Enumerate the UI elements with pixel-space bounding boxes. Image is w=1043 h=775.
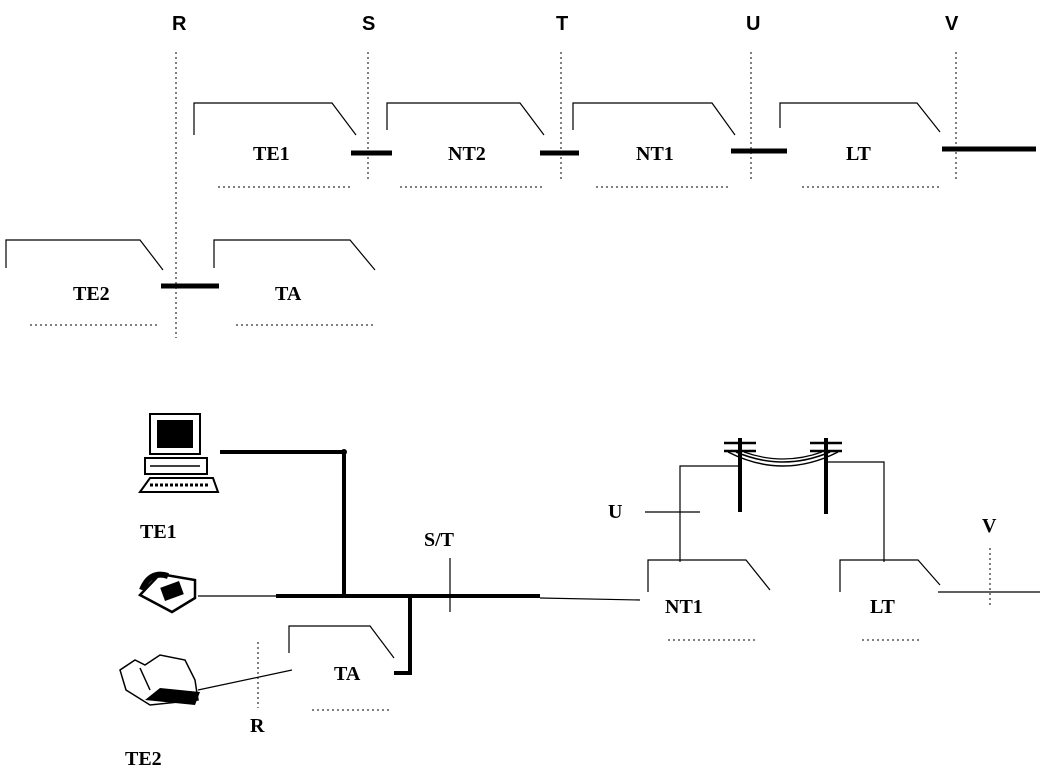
box-nt2-label: NT2: [448, 143, 486, 165]
label-te1: TE1: [140, 521, 177, 543]
box-lt-label: LT: [846, 143, 872, 165]
box-nt1-bottom: NT1: [648, 560, 770, 640]
label-st: S/T: [424, 529, 455, 551]
line-ta-bus: [394, 598, 410, 673]
box-lt: LT: [780, 103, 940, 187]
ref-label-u: U: [746, 13, 760, 35]
top-reference-model: R S T U V TE1 NT2 NT1: [6, 13, 1036, 338]
computer-icon: [140, 414, 218, 492]
label-te2: TE2: [125, 748, 162, 770]
label-nt1-bottom: NT1: [665, 596, 703, 618]
box-te1: TE1: [194, 103, 356, 187]
line-printer-ta: [198, 670, 292, 690]
ref-label-v: V: [945, 13, 959, 35]
ref-label-t: T: [556, 13, 568, 35]
label-r: R: [250, 715, 265, 737]
box-nt1: NT1: [573, 103, 735, 187]
box-te2: TE2: [6, 240, 163, 325]
ref-label-r: R: [172, 13, 187, 35]
bottom-physical-model: TE1 TE2 S/T TA: [120, 414, 1040, 770]
box-te1-label: TE1: [253, 143, 290, 165]
utility-pole-icon: [680, 438, 884, 562]
label-v: V: [982, 515, 997, 537]
ref-label-s: S: [362, 13, 375, 35]
label-u: U: [608, 501, 622, 523]
line-computer-bus: [220, 452, 344, 598]
box-nt1-label: NT1: [636, 143, 674, 165]
telephone-icon: [140, 574, 195, 612]
label-ta-bottom: TA: [334, 663, 361, 685]
printer-icon: [120, 655, 200, 705]
box-ta: TA: [214, 240, 375, 325]
label-lt-bottom: LT: [870, 596, 896, 618]
line-bus-nt1: [540, 598, 640, 600]
box-ta-label: TA: [275, 283, 302, 305]
box-nt2: NT2: [387, 103, 545, 187]
box-lt-bottom: LT: [840, 560, 940, 640]
box-ta-bottom: TA: [289, 626, 394, 710]
box-te2-label: TE2: [73, 283, 110, 305]
